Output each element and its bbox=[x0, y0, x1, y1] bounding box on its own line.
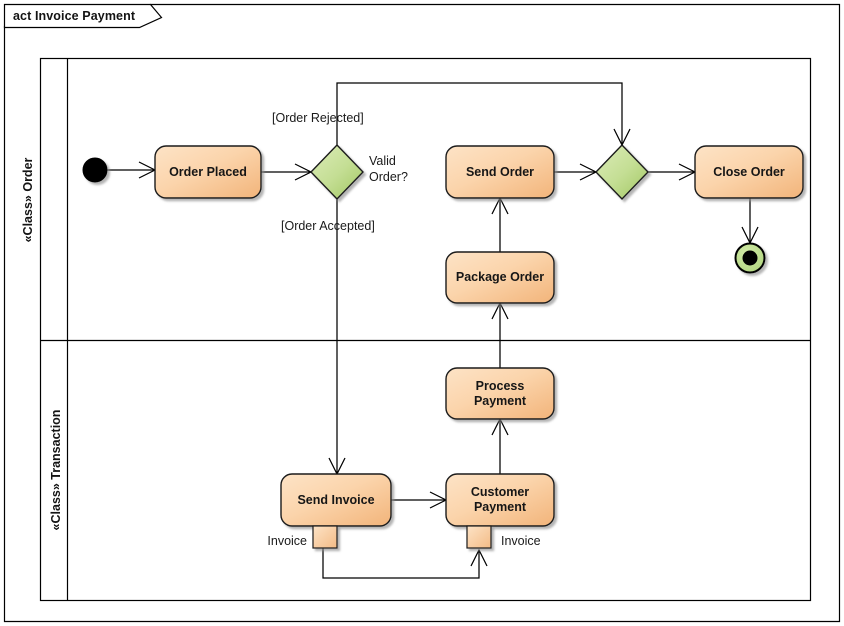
swimlane-label-transaction: «Class» Transaction bbox=[49, 409, 63, 531]
pin-label-send-invoice: Invoice bbox=[267, 534, 307, 548]
pin-label-customer-payment: Invoice bbox=[501, 534, 541, 548]
flow-order-accepted-to-send-invoice bbox=[328, 199, 346, 476]
decision-merge-nodes bbox=[310, 143, 649, 201]
frame-title: act Invoice Payment bbox=[13, 8, 136, 23]
swimlane-container bbox=[39, 57, 812, 602]
node-customer-payment[interactable] bbox=[445, 473, 555, 527]
decision-label-valid-order: Valid Order? bbox=[369, 154, 408, 184]
initial-node[interactable] bbox=[82, 157, 108, 183]
flow-initial-to-order-placed bbox=[107, 161, 157, 179]
flow-order-rejected-to-merge bbox=[336, 82, 631, 147]
action-nodes bbox=[154, 145, 804, 527]
flow-send-invoice-to-customer-payment bbox=[391, 491, 448, 509]
flow-customer-payment-to-process-payment bbox=[491, 417, 509, 474]
pin-send-invoice[interactable] bbox=[312, 525, 338, 549]
flow-invoice-pin-to-payment-pin bbox=[322, 548, 488, 579]
flow-process-payment-to-package-order bbox=[491, 301, 509, 368]
initial-final-nodes bbox=[82, 157, 766, 274]
node-send-order[interactable] bbox=[445, 145, 555, 199]
node-order-placed[interactable] bbox=[154, 145, 262, 199]
swimlane-label-order: «Class» Order bbox=[21, 157, 35, 243]
guard-label-order-rejected: [Order Rejected] bbox=[272, 111, 364, 125]
node-close-order[interactable] bbox=[694, 145, 804, 199]
flow-merge-to-close-order bbox=[648, 163, 697, 181]
flow-package-order-to-send-order bbox=[491, 196, 509, 252]
object-pins bbox=[312, 525, 492, 549]
node-send-invoice[interactable] bbox=[280, 473, 392, 527]
guard-label-order-accepted: [Order Accepted] bbox=[281, 219, 375, 233]
merge-node[interactable] bbox=[595, 143, 649, 201]
activity-final-node[interactable] bbox=[734, 242, 766, 274]
node-process-payment[interactable] bbox=[445, 367, 555, 420]
node-package-order[interactable] bbox=[445, 251, 555, 304]
flow-close-order-to-final bbox=[741, 198, 759, 245]
flow-order-placed-to-valid-order bbox=[261, 163, 313, 181]
diagram-frame bbox=[3, 3, 841, 623]
pin-customer-payment[interactable] bbox=[466, 525, 492, 549]
flow-send-order-to-merge bbox=[554, 163, 598, 181]
decision-node-valid-order[interactable] bbox=[310, 143, 364, 201]
